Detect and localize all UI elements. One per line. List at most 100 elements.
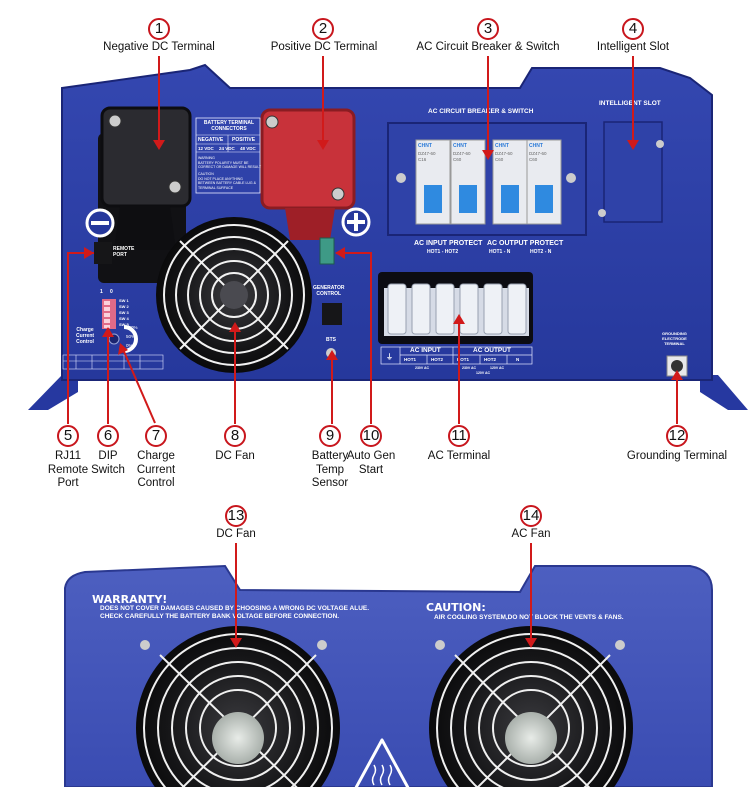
dip-switch[interactable] <box>102 299 116 329</box>
breaker-brand: CHNT <box>453 143 467 149</box>
ac-output-voltage-230: 230V AC <box>462 366 477 370</box>
bts-screw <box>326 348 336 358</box>
ground-symbol-icon: ⏚ <box>386 354 393 361</box>
callout-label-ac-fan-top: AC Fan <box>511 528 551 540</box>
callout-number-5: 5 <box>57 425 79 447</box>
positive-terminal-cover[interactable] <box>260 108 356 240</box>
intelligent-slot-cover[interactable] <box>598 121 664 223</box>
ac-fan-top <box>429 626 633 787</box>
battery-table-title: BATTERY TERMINAL CONNECTORS <box>203 120 255 132</box>
ac-input-protect-label: AC INPUT PROTECT <box>414 240 483 247</box>
breaker-module[interactable] <box>526 139 562 225</box>
leader-line-8 <box>234 330 236 424</box>
ac-output-label: AC OUTPUT <box>473 347 511 354</box>
callout-label-ac-circuit-breaker: AC Circuit Breaker & Switch <box>416 41 560 53</box>
ac-input-label: AC INPUT <box>410 347 441 354</box>
battery-terminal-table <box>195 117 261 194</box>
callout-number-13: 13 <box>225 505 247 527</box>
ac-input-voltage: 230V AC <box>415 366 430 370</box>
callout-number-2: 2 <box>312 18 334 40</box>
leader-line-5 <box>67 252 69 424</box>
grounding-terminal[interactable] <box>666 355 688 377</box>
ac-output-protect-label: AC OUTPUT PROTECT <box>487 240 564 247</box>
callout-number-12: 12 <box>666 425 688 447</box>
leader-line-4 <box>632 56 634 146</box>
callout-number-11: 11 <box>448 425 470 447</box>
generator-control-label: GENERATOR CONTROL <box>313 285 345 297</box>
battery-table-negative: NEGATIVE <box>198 137 224 143</box>
leader-line-14 <box>530 543 532 643</box>
ac-col-n: N <box>516 357 520 362</box>
ac-col-hot2-out: HOT2 <box>484 357 497 362</box>
leader-line-2 <box>322 56 324 146</box>
positive-symbol-icon <box>341 207 371 237</box>
ac-col-hot1-out: HOT1 <box>457 357 470 362</box>
callout-number-8: 8 <box>224 425 246 447</box>
generator-control-connector[interactable] <box>319 237 335 265</box>
breaker-section-title: AC CIRCUIT BREAKER & SWITCH <box>428 108 534 115</box>
negative-symbol-icon <box>85 208 115 238</box>
callout-label-grounding-terminal: Grounding Terminal <box>626 450 728 462</box>
grounding-terminal-label: GROUNDING ELECTRODE TERMINAL <box>662 331 687 346</box>
breaker-model: DZ47-60 <box>453 151 471 156</box>
charge-level-100: 100% <box>126 325 138 330</box>
charge-control-label: Charge Current Control <box>76 327 95 345</box>
remote-port[interactable] <box>94 242 112 264</box>
hot-surface-warning-icon <box>354 738 410 787</box>
battery-voltage-24: 24 VDC <box>219 146 235 151</box>
callout-number-7: 7 <box>145 425 167 447</box>
breaker-module[interactable] <box>450 139 486 225</box>
breaker-rating: C60 <box>453 157 462 162</box>
breaker-brand: CHNT <box>529 143 543 149</box>
breaker-brand: CHNT <box>495 143 509 149</box>
leader-line-13 <box>235 543 237 643</box>
breaker-rating: C60 <box>529 157 538 162</box>
breaker-model: DZ47-60 <box>418 151 436 156</box>
bts-port[interactable] <box>322 303 342 325</box>
leader-line-1 <box>158 56 160 146</box>
breaker-rating: C16 <box>418 157 427 162</box>
breaker-rating: C60 <box>495 157 504 162</box>
leader-line-10 <box>370 252 372 424</box>
ac-col-hot2-in: HOT2 <box>431 357 444 362</box>
ac-output-voltage-120b: 120V AC <box>476 371 491 375</box>
callout-label-dc-fan: DC Fan <box>215 450 255 462</box>
leader-line-7 <box>121 346 156 424</box>
dip-switch-labels: SW 1 SW 2 SW 3 SW 4 SW 5 <box>119 298 129 327</box>
negative-terminal-cover[interactable] <box>98 106 192 283</box>
leader-line-10-h <box>336 252 372 254</box>
callout-label-ac-terminal: AC Terminal <box>427 450 491 462</box>
callout-label-positive-dc-terminal: Positive DC Terminal <box>270 41 378 53</box>
breaker-model: DZ47-60 <box>529 151 547 156</box>
ac-output-voltage-120a: 120V AC <box>490 366 505 370</box>
leader-line-9 <box>331 358 333 424</box>
battery-warning-text: WARNING BATTERY POLARITY MUST BE CORRECT… <box>198 156 262 169</box>
callout-number-10: 10 <box>360 425 382 447</box>
battery-voltage-48: 48 VDC <box>240 146 256 151</box>
breaker-module[interactable] <box>415 139 451 225</box>
callout-label-dc-fan-top: DC Fan <box>216 528 256 540</box>
caution-text: AIR COOLING SYSTEM,DO NOT BLOCK THE VENT… <box>434 614 624 621</box>
charge-level-0: 0% <box>126 343 133 348</box>
battery-table-positive: POSITIVE <box>232 137 256 143</box>
leader-line-6 <box>107 330 109 424</box>
ac-terminal-block[interactable] <box>378 272 533 344</box>
leader-line-12 <box>676 376 678 424</box>
callout-number-9: 9 <box>319 425 341 447</box>
callout-number-14: 14 <box>520 505 542 527</box>
breaker-model: DZ47-60 <box>495 151 513 156</box>
ac-output-protect-sub1: HOT1 - N <box>489 249 511 255</box>
warranty-title: WARRANTY! <box>92 593 168 606</box>
callout-number-3: 3 <box>477 18 499 40</box>
leader-line-11 <box>458 322 460 424</box>
dip-label-1: 1 <box>100 289 103 295</box>
leader-line-3 <box>487 56 489 156</box>
dc-fan-top <box>136 626 340 787</box>
dip-label-0: 0 <box>110 289 113 295</box>
remote-port-label: REMOTE PORT <box>113 246 135 258</box>
